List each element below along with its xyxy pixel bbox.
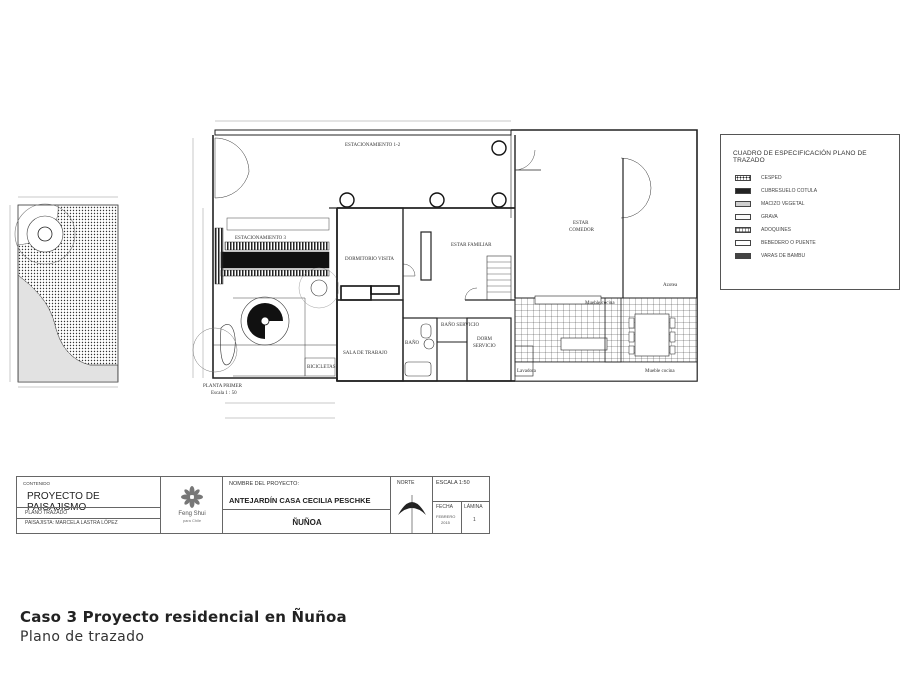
label-azotea: Azotea — [663, 283, 678, 288]
label-estacionamiento-3: ESTACIONAMIENTO 3 — [235, 236, 287, 241]
project-name: ANTEJARDÍN CASA CECILIA PESCHKE — [229, 496, 371, 505]
north-cell: NORTE — [391, 477, 433, 533]
landscaper: PAISAJISTA: MARCELA LASTRA LÓPEZ — [25, 520, 118, 526]
fecha-value-2: 2015 — [441, 520, 450, 525]
plan-name: PLANO TRAZADO — [25, 510, 68, 516]
label-dorm-servicio-2: SERVICIO — [473, 344, 496, 349]
label-mueble-cocina-2: Mueble cocina — [645, 369, 675, 374]
caption-subtitle: Plano de trazado — [20, 629, 145, 645]
swatch-white — [735, 213, 751, 220]
label-planta-1: PLANTA PRIMER — [203, 384, 243, 389]
legend-label: GRAVA — [761, 213, 778, 220]
commune: ÑUÑOA — [292, 518, 322, 527]
lamina-label: LÁMINA — [464, 504, 483, 510]
scale-cell: ESCALA 1:50 FECHA FEBRERO 2015 LÁMINA 1 — [433, 477, 489, 533]
label-lavadora: Lavadora — [517, 369, 537, 374]
label-estar: ESTAR — [573, 221, 589, 226]
swatch-dots — [735, 174, 751, 181]
legend-item: ADOQUINES — [735, 225, 791, 234]
legend-label: VARAS DE BAMBU — [761, 252, 806, 259]
label-mueble-cocina-1: Mueble cocina — [585, 301, 615, 306]
content-cell: CONTENIDO PROYECTO DE PAISAJISMO PLANO T… — [17, 477, 161, 533]
fecha-value-1: FEBRERO — [436, 514, 456, 519]
legend-label: CUBRESUELO COTULA — [761, 187, 818, 194]
title-block: CONTENIDO PROYECTO DE PAISAJISMO PLANO T… — [16, 476, 490, 534]
label-bano: BAÑO — [405, 340, 420, 346]
legend-label: BEBEDERO O PUENTE — [761, 239, 816, 246]
label-dormitorio: DORMITORIO VISITA — [345, 257, 394, 262]
legend-item: CESPED — [735, 173, 782, 182]
project-name-label: NOMBRE DEL PROYECTO: — [229, 481, 299, 487]
legend-item: BEBEDERO O PUENTE — [735, 238, 816, 247]
legend-item: VARAS DE BAMBU — [735, 251, 805, 260]
north-arrow-icon — [398, 495, 426, 533]
label-dorm-servicio-1: DORM — [477, 337, 493, 342]
fecha-label: FECHA — [436, 504, 453, 510]
swatch-black — [735, 187, 751, 194]
swatch-dark — [735, 252, 751, 259]
caption-title: Caso 3 Proyecto residencial en Ñuñoa — [20, 608, 347, 626]
legend-label: CESPED — [761, 174, 782, 181]
swatch-white — [735, 239, 751, 246]
logo-cell: Feng Shui para Chile — [161, 477, 223, 533]
label-estacionamiento: ESTACIONAMIENTO 1-2 — [345, 143, 401, 148]
legend-item: GRAVA — [735, 212, 778, 221]
logo-text-1: Feng Shui — [178, 511, 206, 517]
contenido-label: CONTENIDO — [23, 481, 50, 486]
project-name-cell: NOMBRE DEL PROYECTO: ANTEJARDÍN CASA CEC… — [223, 477, 391, 533]
swatch-grid — [735, 226, 751, 233]
specification-legend: CUADRO DE ESPECIFICACIÓN PLANO DE TRAZAD… — [720, 134, 900, 290]
escala: ESCALA 1:50 — [436, 480, 470, 486]
swatch-lightgray — [735, 200, 751, 207]
lamina-value: 1 — [473, 517, 476, 523]
lotus-logo-icon — [181, 486, 203, 508]
label-comedor: COMEDOR — [569, 228, 595, 233]
detail-plan — [9, 196, 119, 388]
legend-item: MACIZO VEGETAL — [735, 199, 805, 208]
legend-label: MACIZO VEGETAL — [761, 200, 805, 207]
label-estar-familiar: ESTAR FAMILIAR — [451, 243, 492, 248]
label-bano-servicio: BAÑO SERVICIO — [441, 322, 479, 328]
legend-label: ADOQUINES — [761, 226, 792, 233]
norte-label: NORTE — [397, 480, 415, 486]
legend-item: CUBRESUELO COTULA — [735, 186, 817, 195]
legend-title: CUADRO DE ESPECIFICACIÓN PLANO DE TRAZAD… — [733, 150, 867, 164]
label-sala-trabajo: SALA DE TRABAJO — [343, 351, 388, 356]
label-planta-2: Escala 1 : 50 — [211, 391, 237, 396]
floor-plan: ESTACIONAMIENTO 1-2 ESTACIONAMIENTO 3 BI… — [192, 120, 698, 419]
label-bicicletas: BICICLETAS — [307, 365, 336, 370]
logo-text-2: para Chile — [182, 518, 202, 523]
